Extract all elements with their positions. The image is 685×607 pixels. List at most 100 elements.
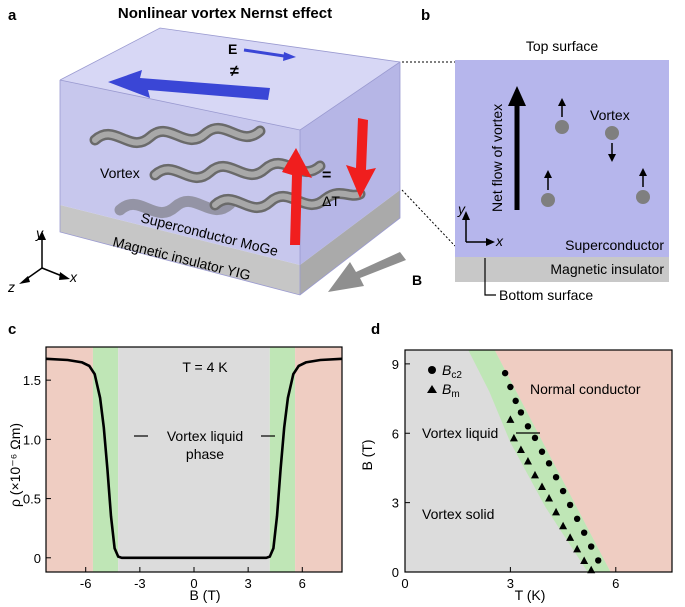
panel-b: b Top surface Net flow of vortex Vortex (421, 7, 669, 303)
net-flow-arrow-head (508, 86, 526, 106)
chart-d-point-bm (530, 470, 539, 479)
chart-d-point-bm (509, 433, 518, 442)
chart-d-point-bc2 (587, 543, 595, 550)
chart-d-point-bm (566, 533, 575, 541)
chart-d-point-bm (516, 445, 525, 453)
chart-d-ytick-label: 6 (392, 426, 399, 441)
chart-c-xtick-label: -3 (134, 576, 146, 591)
chart-d-point-bc2 (531, 434, 539, 442)
chart-d-point-bm (538, 482, 547, 490)
chart-d-point-bc2 (595, 557, 602, 564)
vortex-label-a: Vortex (100, 165, 140, 181)
temperature-label: T = 4 K (182, 359, 228, 375)
heat-arrow-down (346, 118, 376, 198)
panel-b-label: b (421, 7, 430, 24)
magnetic-insulator-label-b: Magnetic insulator (550, 261, 664, 277)
chart-d-point-bc2 (512, 397, 519, 405)
chart-c-xtick-label: -6 (80, 576, 92, 591)
axis-y-label-a: y (35, 225, 44, 241)
insulator-front-face (60, 205, 300, 295)
chart-d-point-bc2 (524, 423, 532, 430)
chart-c-ytick-label: 1.5 (23, 373, 41, 388)
chart-d-ytick-label: 0 (392, 565, 399, 580)
chart-d-point-bm (506, 415, 515, 423)
chart-d-ticks: 0 3 6 0 3 6 9 (392, 357, 620, 591)
axis-y-label-b: y (457, 201, 466, 217)
chart-d-point-bm (552, 507, 561, 516)
vortex-liquid-label: Vortex liquid (422, 425, 498, 441)
chart-c-ylabel: ρ (×10⁻⁶ Ωm) (7, 423, 23, 507)
chart-d-ylabel: B (T) (359, 439, 375, 470)
insulator-right-face (300, 190, 400, 295)
chart-c-xtick-label: 6 (299, 576, 306, 591)
chart-d-points (501, 369, 602, 574)
chart-d-point-bc2 (538, 448, 546, 455)
legend-bc2-marker (428, 366, 436, 374)
axis-x-label-a: x (69, 269, 78, 285)
panel-c-label: c (8, 321, 16, 338)
b-field-label: B (412, 272, 422, 288)
chart-d-point-bm (573, 544, 582, 553)
chart-d-xtick-label: 3 (507, 576, 514, 591)
insulator-layer-b (455, 257, 669, 282)
chart-d-point-bc2 (566, 501, 574, 509)
chart-c-region-normal-4 (295, 347, 342, 572)
chart-d-point-bm (580, 556, 589, 564)
bottom-surface-leader (484, 258, 496, 296)
e-field-label: E (228, 41, 237, 57)
chart-d-point-bc2 (501, 369, 509, 377)
normal-conductor-label: Normal conductor (530, 381, 641, 397)
vortex-flow-arrow (108, 70, 270, 100)
chart-d-ytick-label: 3 (392, 496, 399, 511)
vortex-label-b: Vortex (590, 107, 630, 123)
axis-z-label-a: z (7, 279, 15, 295)
chart-d-xlabel: T (K) (515, 587, 546, 603)
heat-arrow-up (282, 148, 312, 245)
panel-d: d 0 3 6 0 3 6 9 Normal conductor Vortex liquid… (359, 321, 673, 603)
superconductor-right-face (300, 62, 400, 265)
chart-d-point-bm (587, 565, 596, 574)
superconductor-layer-b (455, 60, 669, 257)
legend-bc2-label: Bc2 (442, 362, 462, 381)
chart-d-point-bc2 (507, 383, 514, 391)
legend-bm-marker (427, 385, 437, 393)
chart-d-point-bc2 (580, 529, 588, 536)
chart-c-region-normal-0 (46, 347, 93, 572)
axis-x-label-b: x (495, 233, 504, 249)
e-field-arrow-head (283, 52, 296, 61)
net-flow-label: Net flow of vortex (489, 104, 505, 212)
chart-d-region-normal (494, 350, 672, 572)
chart-c-frame (45, 346, 343, 573)
delta-t-label: ΔT (322, 193, 340, 209)
vortex-liquid-annotation-line2: phase (186, 446, 224, 462)
chart-c-xlabel: B (T) (189, 587, 220, 603)
chart-d-point-bc2 (559, 487, 567, 495)
chart-d-ytick-label: 9 (392, 357, 399, 372)
chart-c-ytick-label: 0 (34, 551, 41, 566)
panel-a: a Nonlinear vortex Nernst effect E ≠ (7, 5, 456, 296)
panel-a-title: Nonlinear vortex Nernst effect (118, 5, 332, 22)
chart-d-point-bc2 (573, 515, 581, 523)
bottom-surface-label: Bottom surface (499, 287, 593, 303)
axes-triad-b: y x (457, 201, 504, 249)
chart-d-legend: Bc2 Bm (427, 362, 462, 400)
chart-c-xtick-label: 3 (245, 576, 252, 591)
chart-d-xtick-label: 0 (401, 576, 408, 591)
chart-d-xtick-label: 6 (612, 576, 619, 591)
panel-a-label: a (8, 7, 17, 24)
panel-d-label: d (371, 321, 380, 338)
b-field-arrow (328, 252, 406, 292)
chart-d-point-bm (545, 494, 554, 502)
chart-d-point-bc2 (545, 460, 553, 467)
vortex-dots (541, 98, 650, 207)
e-field-voltage-mark: ≠ (230, 63, 239, 80)
top-surface-label: Top surface (526, 38, 599, 54)
chart-d-frame (404, 349, 673, 573)
block-outline (59, 27, 401, 296)
superconductor-top-face (60, 28, 400, 130)
chart-d-point-bm (523, 457, 532, 465)
axes-triad-a: y x z (7, 225, 78, 295)
